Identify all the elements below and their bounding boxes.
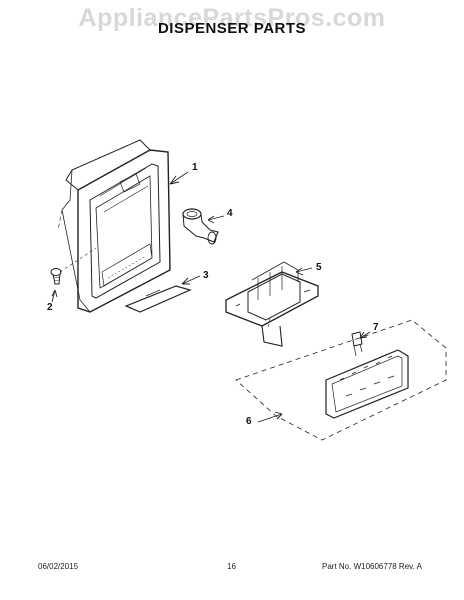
callout-1: 1 bbox=[192, 162, 198, 173]
part-2-screw bbox=[50, 247, 97, 285]
callout-7: 7 bbox=[373, 322, 379, 333]
part-3-trim bbox=[124, 285, 192, 313]
callout-5: 5 bbox=[316, 262, 322, 273]
callout-2: 2 bbox=[47, 302, 53, 313]
footer-date: 06/02/2015 bbox=[38, 562, 79, 571]
callout-3: 3 bbox=[203, 270, 209, 281]
callout-leaders bbox=[51, 171, 371, 423]
watermark: AppliancePartsPros.com bbox=[78, 4, 386, 32]
footer-page-number: 16 bbox=[227, 562, 236, 571]
page-title: DISPENSER PARTS bbox=[157, 20, 307, 37]
part-5-control-housing bbox=[225, 261, 319, 347]
footer-part-number: Part No. W10606778 Rev. A bbox=[322, 562, 422, 571]
part-4-actuator bbox=[182, 208, 219, 245]
part-1-dispenser-housing bbox=[57, 139, 171, 313]
part-7-control-board bbox=[325, 331, 409, 419]
callout-6: 6 bbox=[246, 416, 252, 427]
callout-4: 4 bbox=[227, 208, 233, 219]
